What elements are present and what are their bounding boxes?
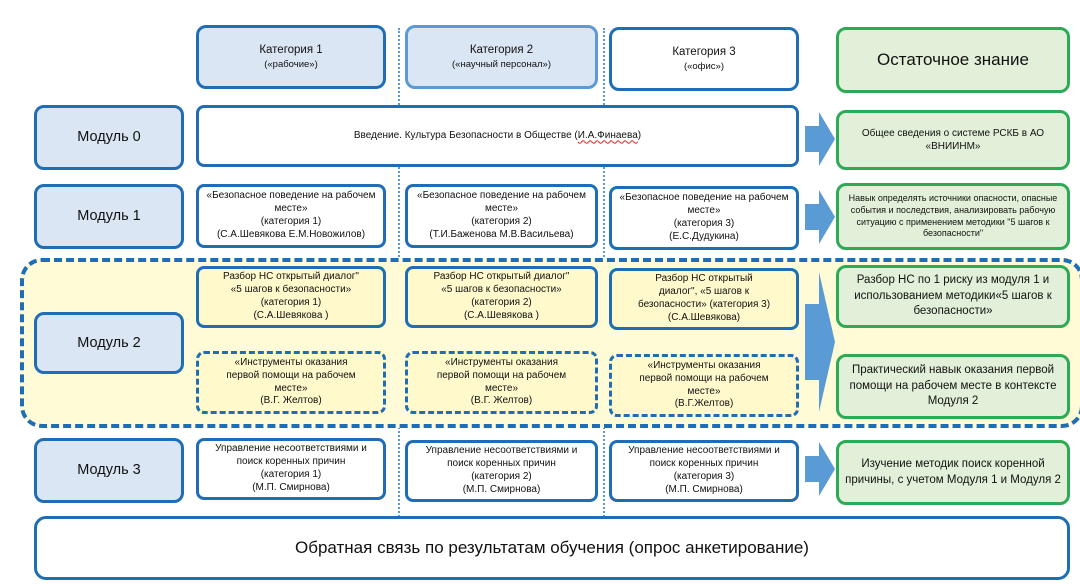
category-3-header: Категория 3(«офис»): [609, 27, 799, 91]
module-0-result: Общее сведения о системе РСКБ в АО «ВНИИ…: [836, 110, 1070, 170]
module-1-cat-3: «Безопасное поведение на рабочем месте» …: [609, 186, 799, 250]
module-1-label: Модуль 1: [34, 184, 184, 249]
module-1-cat-2: «Безопасное поведение на рабочем месте» …: [405, 184, 598, 248]
module-2-result-1: Разбор НС по 1 риску из модуля 1 и испол…: [836, 265, 1070, 328]
module-2-first-aid-cat-1: «Инструменты оказания первой помощи на р…: [196, 351, 386, 414]
arrow-module-3-icon: [805, 442, 835, 496]
module-2-label: Модуль 2: [34, 312, 184, 374]
module-2-case-analysis-cat-1: Разбор НС открытый диалог" «5 шагов к бе…: [196, 266, 386, 328]
module-2-case-analysis-cat-3: Разбор НС открытый диалог", «5 шагов к б…: [609, 268, 799, 330]
feedback-bar: Обратная связь по результатам обучения (…: [34, 516, 1070, 580]
category-2-header: Категория 2(«научный персонал»): [405, 25, 598, 89]
module-2-first-aid-cat-3: «Инструменты оказания первой помощи на р…: [609, 354, 799, 417]
module-1-cat-1: «Безопасное поведение на рабочем месте» …: [196, 184, 386, 248]
arrow-module-0-icon: [805, 112, 835, 166]
module-0-label: Модуль 0: [34, 105, 184, 170]
module-2-result-2: Практический навык оказания первой помощ…: [836, 354, 1070, 419]
module-3-cat-1: Управление несоответствиями и поиск коре…: [196, 438, 386, 500]
residual-knowledge-header: Остаточное знание: [836, 27, 1070, 93]
module-3-cat-2: Управление несоответствиями и поиск коре…: [405, 440, 598, 502]
arrow-module-1-icon: [805, 190, 835, 244]
module-3-cat-3: Управление несоответствиями и поиск коре…: [609, 440, 799, 502]
module-3-result: Изучение методик поиск коренной причины,…: [836, 440, 1070, 505]
module-2-case-analysis-cat-2: Разбор НС открытый диалог" «5 шагов к бе…: [405, 266, 598, 328]
module-3-label: Модуль 3: [34, 438, 184, 503]
module-0-intro: Введение. Культура Безопасности в Общест…: [196, 105, 799, 167]
module-2-first-aid-cat-2: «Инструменты оказания первой помощи на р…: [405, 351, 598, 414]
module-1-result: Навык определять источники опасности, оп…: [836, 183, 1070, 250]
category-1-header: Категория 1(«рабочие»): [196, 25, 386, 89]
arrow-module-2-icon: [805, 272, 835, 412]
